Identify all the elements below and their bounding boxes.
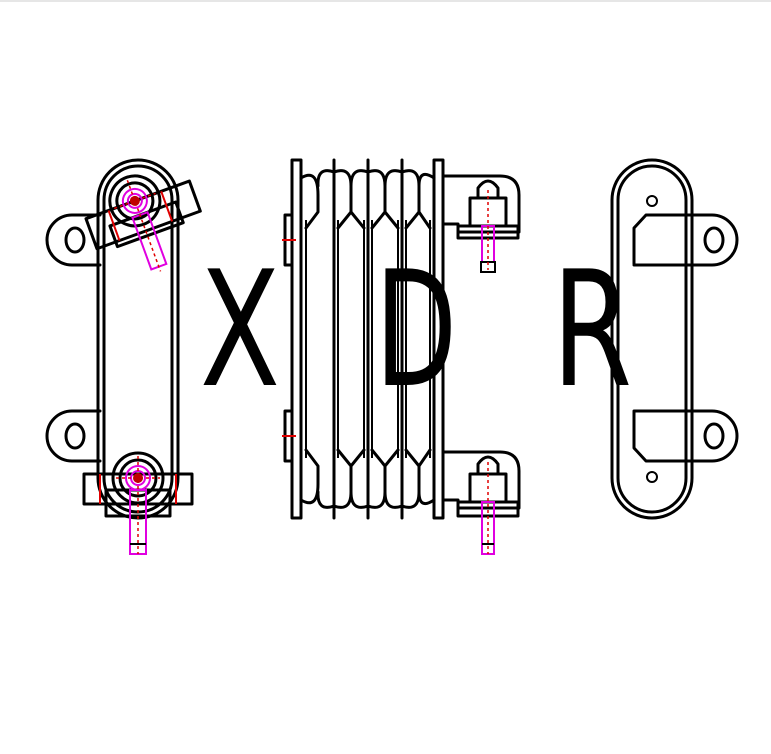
- middle-core: [305, 158, 431, 520]
- letter-x: X: [200, 236, 280, 423]
- middle-lower-port: [441, 450, 521, 555]
- letter-r: R: [552, 236, 632, 423]
- left-upper-mount-ear: [45, 213, 102, 267]
- middle-upper-port: [441, 174, 521, 273]
- middle-top-tank: [299, 169, 436, 230]
- left-lower-fitting: [82, 451, 194, 555]
- right-view: [610, 158, 739, 520]
- top-border: [0, 0, 771, 2]
- middle-end-plates: [282, 158, 445, 520]
- right-body: [610, 158, 694, 520]
- right-upper-mount-ear: [632, 213, 739, 267]
- left-view: [45, 158, 202, 555]
- left-upper-fitting: [84, 174, 202, 272]
- letter-d: D: [375, 236, 457, 423]
- right-lower-mount-ear: [632, 409, 739, 463]
- middle-bottom-tank: [299, 448, 436, 509]
- middle-view: [282, 158, 521, 555]
- left-lower-mount-ear: [45, 409, 102, 463]
